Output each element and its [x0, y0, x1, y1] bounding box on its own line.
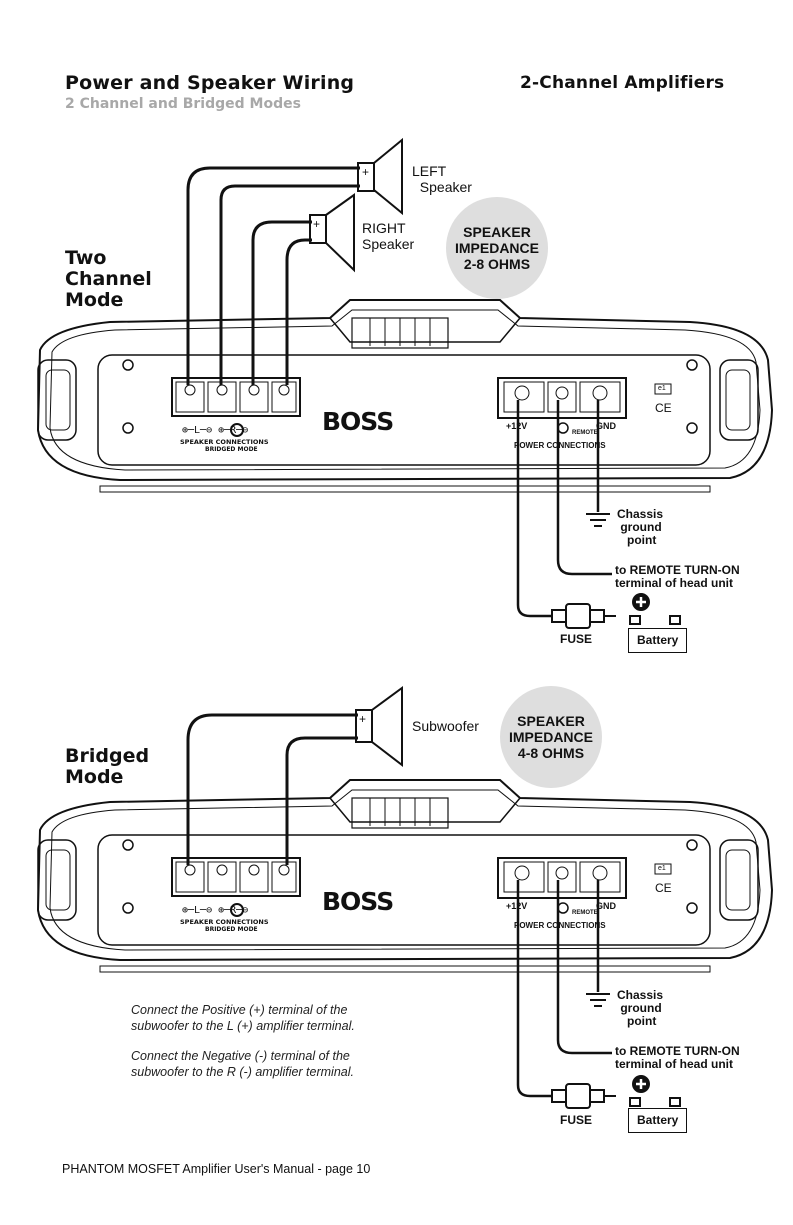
page-subtitle: 2 Channel and Bridged Modes	[65, 96, 301, 112]
fuse-label: FUSE	[560, 632, 593, 646]
e1-text: e1	[658, 385, 666, 392]
amplifier-body	[36, 299, 774, 493]
plus12v-label-bridged: +12V	[506, 901, 528, 911]
boss-logo-bridged: BOSS	[322, 887, 394, 916]
page-title: Power and Speaker Wiring	[65, 72, 355, 94]
speaker-terminal-signs-bridged: ⊕─L─⊖ ⊕─R─⊖	[182, 905, 249, 916]
fuse-label-bridged: FUSE	[560, 1113, 593, 1127]
e1-text-bridged: e1	[658, 865, 666, 872]
fuse-icon	[551, 603, 616, 629]
remote-label-bridged: REMOTE	[572, 910, 598, 916]
gain-knob-icon-bridged	[230, 903, 244, 917]
svg-text:+: +	[362, 165, 369, 179]
amplifier-body-bridged	[36, 779, 774, 973]
section-title: 2-Channel Amplifiers	[520, 73, 725, 93]
right-speaker-icon: +	[309, 193, 355, 273]
left-speaker-label: LEFT Speaker	[412, 163, 472, 195]
two-channel-mode-label: Two Channel Mode	[65, 247, 152, 311]
two-channel-diagram: + +	[36, 137, 774, 629]
speaker-connections-label-bridged: SPEAKER CONNECTIONS	[180, 918, 269, 926]
gnd-label-bridged: GND	[596, 901, 616, 911]
chassis-ground-label-bridged: Chassis ground point	[617, 988, 664, 1028]
right-speaker-label: RIGHT Speaker	[362, 220, 415, 252]
svg-text:+: +	[359, 712, 366, 726]
speaker-terminal-block-bridged	[171, 857, 301, 897]
chassis-ground-icon	[586, 513, 610, 527]
bridged-diagram: +	[36, 686, 774, 1109]
remote-turn-on-label: to REMOTE TURN-ON terminal of head unit	[615, 563, 740, 590]
screw-icons-bridged	[122, 839, 698, 914]
power-terminal-block	[497, 377, 627, 434]
remote-label: REMOTE	[572, 430, 598, 436]
impedance-badge-4-8: SPEAKER IMPEDANCE 4-8 OHMS	[500, 686, 602, 788]
power-connections-label: POWER CONNECTIONS	[514, 441, 606, 450]
power-wires	[516, 400, 612, 618]
battery-label-bridged: Battery	[628, 1108, 688, 1133]
battery-icon	[629, 593, 681, 625]
left-speaker-icon: +	[357, 137, 403, 216]
bridged-mode-label: BRIDGED MODE	[205, 446, 258, 453]
power-wires-bridged	[516, 880, 612, 1098]
battery-label: Battery	[628, 628, 688, 653]
subwoofer-wires	[186, 713, 358, 865]
screw-icons	[122, 359, 698, 434]
ce-mark-bridged: CE	[655, 881, 672, 895]
chassis-ground-label: Chassis ground point	[617, 507, 664, 547]
fuse-icon-bridged	[551, 1083, 616, 1109]
e1-badge-bridged	[654, 863, 672, 875]
speaker-connections-label: SPEAKER CONNECTIONS	[180, 438, 269, 446]
gnd-label: GND	[596, 421, 616, 431]
svg-text:+: +	[313, 217, 320, 231]
bridged-mode-label-heading: Bridged Mode	[65, 745, 150, 788]
boss-logo: BOSS	[322, 407, 394, 436]
plus12v-label: +12V	[506, 421, 528, 431]
positive-terminal-note: Connect the Positive (+) terminal of the…	[131, 1003, 355, 1033]
chassis-ground-icon-bridged	[586, 993, 610, 1007]
power-terminal-block-bridged	[497, 857, 627, 914]
page-footer: PHANTOM MOSFET Amplifier User's Manual -…	[62, 1162, 371, 1176]
battery-icon-bridged	[629, 1075, 681, 1107]
subwoofer-icon: +	[355, 686, 403, 768]
speaker-wires	[186, 166, 360, 385]
bridged-mode-label-bridged: BRIDGED MODE	[205, 926, 258, 933]
speaker-terminal-signs: ⊕─L─⊖ ⊕─R─⊖	[182, 425, 249, 436]
speaker-terminal-block	[171, 377, 301, 417]
negative-terminal-note: Connect the Negative (-) terminal of the…	[131, 1049, 354, 1079]
ce-mark: CE	[655, 401, 672, 415]
gain-knob-icon	[230, 423, 244, 437]
power-connections-label-bridged: POWER CONNECTIONS	[514, 921, 606, 930]
impedance-badge-2-8: SPEAKER IMPEDANCE 2-8 OHMS	[446, 197, 548, 299]
remote-turn-on-label-bridged: to REMOTE TURN-ON terminal of head unit	[615, 1044, 740, 1071]
subwoofer-label: Subwoofer	[412, 718, 479, 734]
e1-badge	[654, 383, 672, 395]
